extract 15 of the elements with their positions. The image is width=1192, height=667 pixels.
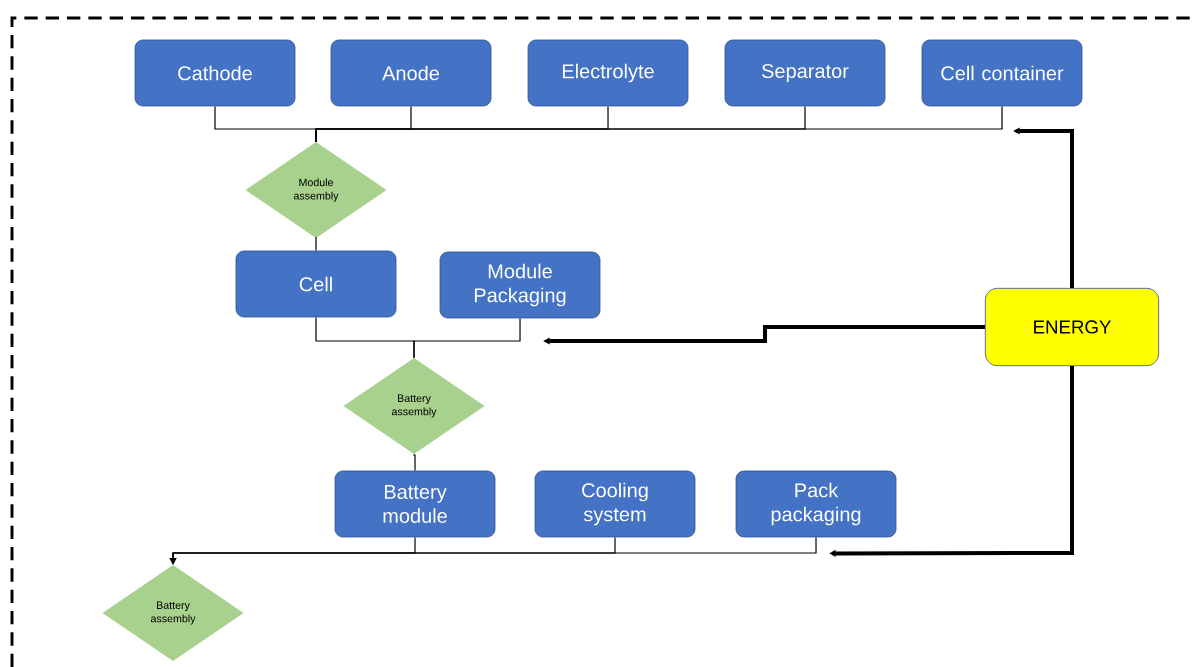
process-box: Cell bbox=[235, 250, 397, 318]
process-box: Pack packaging bbox=[735, 470, 897, 538]
connector-line bbox=[413, 317, 521, 359]
process-box: Cooling system bbox=[534, 470, 696, 538]
connector-line bbox=[315, 236, 317, 252]
process-box: Electrolyte bbox=[527, 39, 689, 107]
process-box: Battery module bbox=[334, 470, 496, 538]
connector-line bbox=[413, 453, 416, 472]
connector-line bbox=[315, 105, 1003, 143]
process-box: Separator bbox=[724, 39, 886, 107]
process-box: Cathode bbox=[134, 39, 296, 107]
process-box: Module Packaging bbox=[439, 251, 601, 319]
energy-box: ENERGY bbox=[984, 287, 1160, 367]
process-box: Cell container bbox=[921, 39, 1083, 107]
process-box: Anode bbox=[330, 39, 492, 107]
